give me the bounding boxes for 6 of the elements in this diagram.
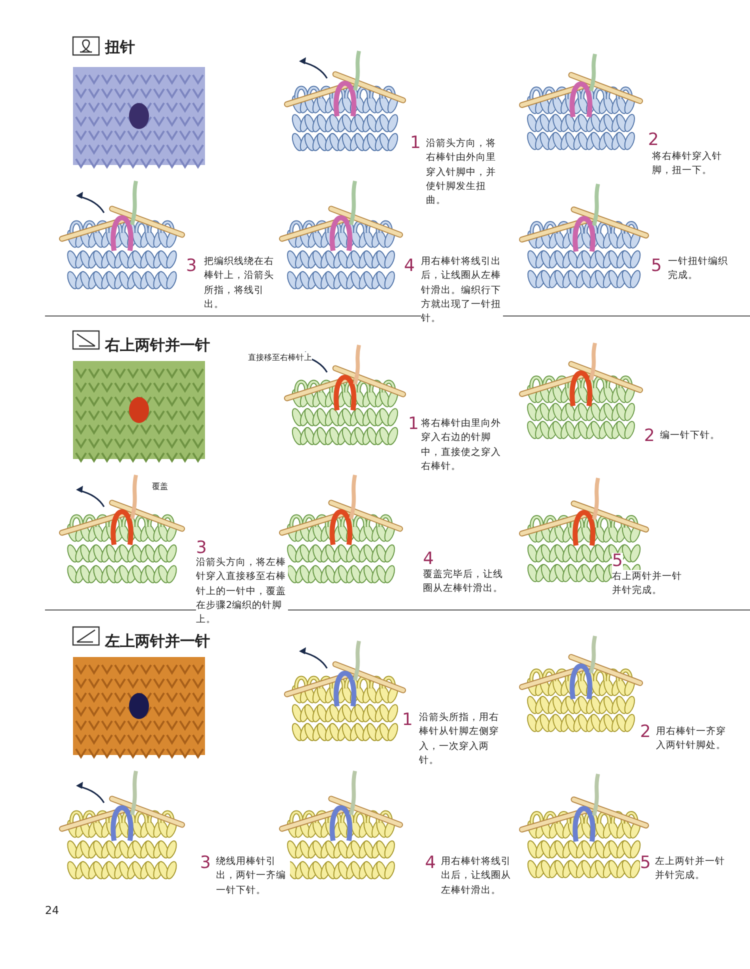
section-heading: 扭针 bbox=[105, 38, 135, 56]
callout-label: 直接移至右棒针上 bbox=[248, 352, 312, 364]
callout-label: 覆盖 bbox=[152, 481, 168, 493]
section-heading: 右上两针并一针 bbox=[105, 336, 210, 354]
step-number: 5 bbox=[612, 553, 623, 570]
section-heading: 左上两针并一针 bbox=[105, 632, 210, 650]
